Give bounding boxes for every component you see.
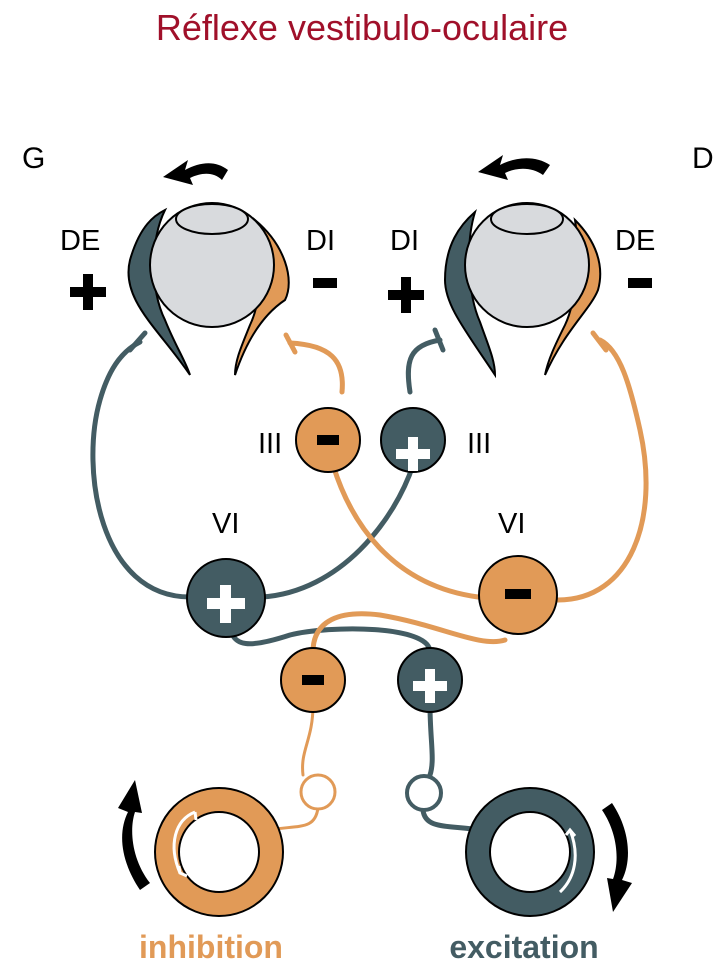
right-cornea [490, 203, 564, 235]
synapse-left-DI [283, 332, 298, 355]
diagram-title: Réflexe vestibulo-oculaire [156, 7, 568, 48]
fiber-leftVI-to-rightIII [259, 462, 416, 600]
ganglion-excited [405, 774, 443, 812]
canal-left-rotation-arrow [118, 780, 150, 890]
fiber-vest-inhib-to-rightVI [310, 611, 508, 655]
label-inhibition: inhibition [139, 929, 283, 965]
ganglion-inhibited [299, 773, 337, 811]
fiber-vest-excit-to-leftVI [227, 622, 433, 655]
label-right-VI: VI [498, 508, 525, 540]
fiber-rightVI-to-leftIII [330, 462, 481, 600]
sign-left-DI [313, 278, 337, 288]
left-eye [127, 160, 290, 376]
nucleus-right-VI [478, 555, 558, 635]
vestibular-nucleus-inhibited [280, 647, 346, 713]
side-label-left: G [22, 142, 45, 175]
label-left-III: III [258, 428, 282, 460]
nucleus-right-III [380, 407, 446, 473]
fiber-rightVI-to-right-DE [555, 337, 649, 603]
synapse-right-DE [590, 330, 609, 353]
label-right-DE: DE [615, 225, 655, 257]
nucleus-left-VI [186, 558, 266, 638]
label-left-VI: VI [212, 508, 239, 540]
canal-left [154, 787, 284, 917]
fiber-leftVI-to-left-DE [90, 339, 193, 600]
canal-right [465, 787, 595, 917]
fiber-rightIII-to-right-DI [405, 337, 443, 395]
label-left-DE: DE [60, 225, 100, 257]
synapse-right-DI [432, 327, 446, 353]
right-eye-medial-rectus [443, 208, 497, 379]
label-excitation: excitation [449, 929, 598, 965]
left-eye-rotation-arrow [163, 160, 228, 185]
fiber-leftIII-to-left-DI [287, 340, 345, 395]
label-right-DI: DI [390, 225, 419, 257]
right-eye-rotation-arrow [478, 155, 550, 180]
sign-left-DE [70, 274, 106, 310]
nucleus-left-III [295, 407, 361, 473]
left-eye-lateral-rectus [127, 207, 191, 376]
label-left-DI: DI [306, 225, 335, 257]
right-eye [443, 155, 602, 379]
vestibular-nucleus-excited [397, 647, 463, 713]
label-right-III: III [467, 428, 491, 460]
canal-right-rotation-arrow [602, 803, 632, 912]
synapse-left-DE [127, 330, 148, 353]
sign-right-DI [388, 277, 424, 313]
sign-right-DE [628, 278, 652, 288]
left-cornea [175, 203, 249, 235]
fiber-inhib-afferent [266, 703, 320, 832]
fiber-excit-afferent [420, 702, 483, 833]
side-label-right: D [692, 142, 714, 175]
